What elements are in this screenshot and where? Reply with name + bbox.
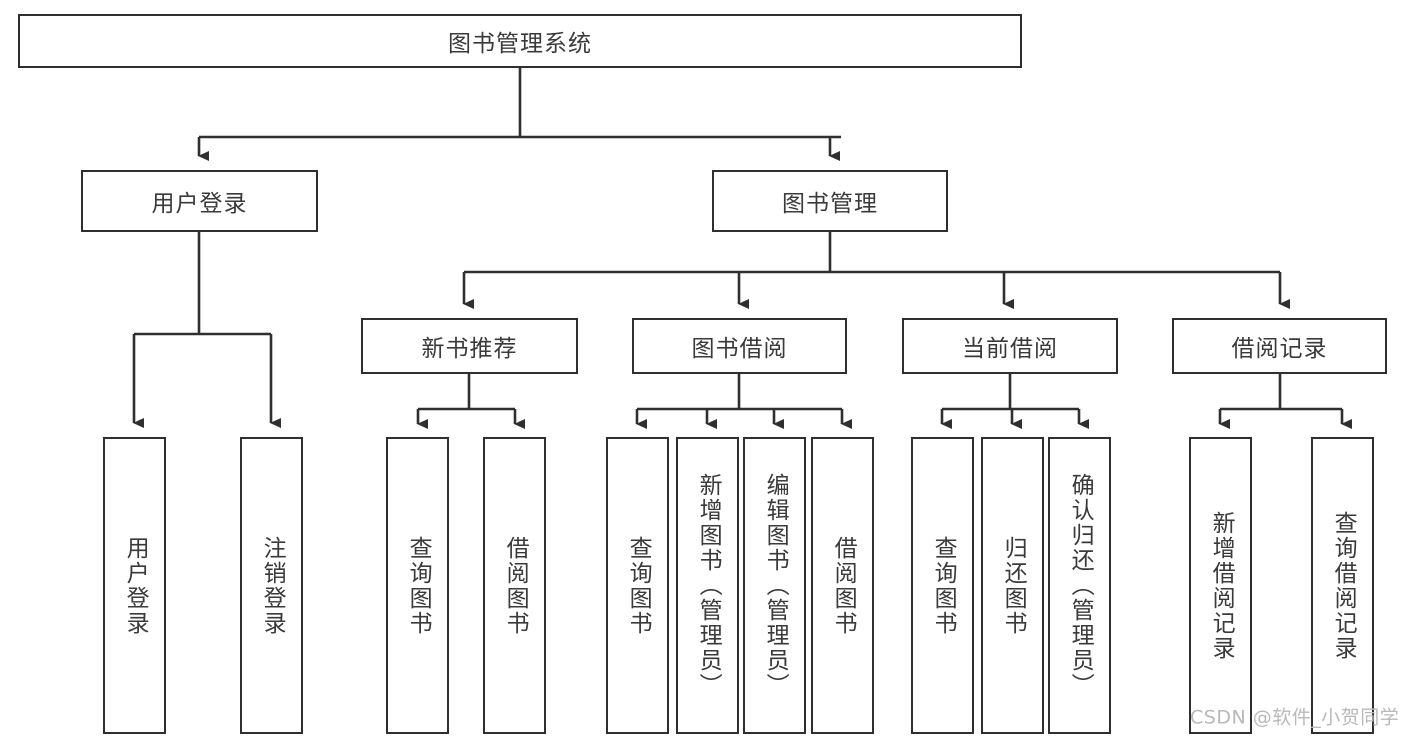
leaf-logout[interactable]: 注销登录	[240, 437, 303, 734]
watermark-text: CSDN @软件_小贺同学	[1190, 706, 1400, 729]
leaf-confirm-return-admin[interactable]: 确认归还（管理员）	[1048, 437, 1111, 734]
watermark: CSDN @软件_小贺同学	[1190, 703, 1399, 730]
node-book-management[interactable]: 图书管理	[712, 170, 948, 232]
node-root[interactable]: 图书管理系统	[18, 14, 1022, 68]
leaf-add-book-admin-label: 新增图书（管理员）	[695, 473, 722, 698]
leaf-borrow-books-new-label: 借阅图书	[502, 535, 529, 636]
node-book-management-label: 图书管理	[782, 191, 878, 217]
leaf-query-borrow-record[interactable]: 查询借阅记录	[1311, 437, 1374, 734]
node-new-book-recommend-label: 新书推荐	[421, 336, 518, 362]
leaf-logout-label: 注销登录	[259, 535, 286, 636]
leaf-user-login[interactable]: 用户登录	[103, 437, 166, 734]
node-book-borrow-label: 图书借阅	[691, 336, 788, 362]
node-current-borrow[interactable]: 当前借阅	[902, 318, 1118, 374]
node-current-borrow-label: 当前借阅	[962, 336, 1058, 362]
leaf-add-borrow-record-label: 新增借阅记录	[1208, 510, 1235, 661]
leaf-query-books-current-label: 查询图书	[930, 535, 957, 636]
leaf-borrow-book-label: 借阅图书	[830, 535, 857, 636]
node-book-borrow[interactable]: 图书借阅	[632, 318, 847, 374]
leaf-query-books-borrow-label: 查询图书	[625, 535, 652, 636]
node-user-login[interactable]: 用户登录	[81, 170, 318, 232]
node-new-book-recommend[interactable]: 新书推荐	[361, 318, 578, 374]
node-root-label: 图书管理系统	[448, 31, 592, 57]
leaf-borrow-books-new[interactable]: 借阅图书	[483, 437, 546, 734]
leaf-return-book[interactable]: 归还图书	[981, 437, 1044, 734]
node-borrow-records[interactable]: 借阅记录	[1172, 318, 1387, 374]
node-user-login-label: 用户登录	[151, 191, 248, 217]
leaf-add-borrow-record[interactable]: 新增借阅记录	[1189, 437, 1252, 734]
leaf-add-book-admin[interactable]: 新增图书（管理员）	[676, 437, 739, 734]
leaf-edit-book-admin-label: 编辑图书（管理员）	[762, 473, 789, 698]
leaf-query-books-new[interactable]: 查询图书	[386, 437, 449, 734]
leaf-return-book-label: 归还图书	[1000, 535, 1027, 636]
leaf-user-login-label: 用户登录	[122, 535, 149, 636]
leaf-edit-book-admin[interactable]: 编辑图书（管理员）	[743, 437, 806, 734]
leaf-query-borrow-record-label: 查询借阅记录	[1330, 510, 1357, 661]
leaf-query-books-borrow[interactable]: 查询图书	[606, 437, 669, 734]
leaf-confirm-return-admin-label: 确认归还（管理员）	[1067, 473, 1094, 698]
node-borrow-records-label: 借阅记录	[1231, 336, 1328, 362]
leaf-borrow-book[interactable]: 借阅图书	[811, 437, 874, 734]
leaf-query-books-current[interactable]: 查询图书	[911, 437, 974, 734]
leaf-query-books-new-label: 查询图书	[405, 535, 432, 636]
